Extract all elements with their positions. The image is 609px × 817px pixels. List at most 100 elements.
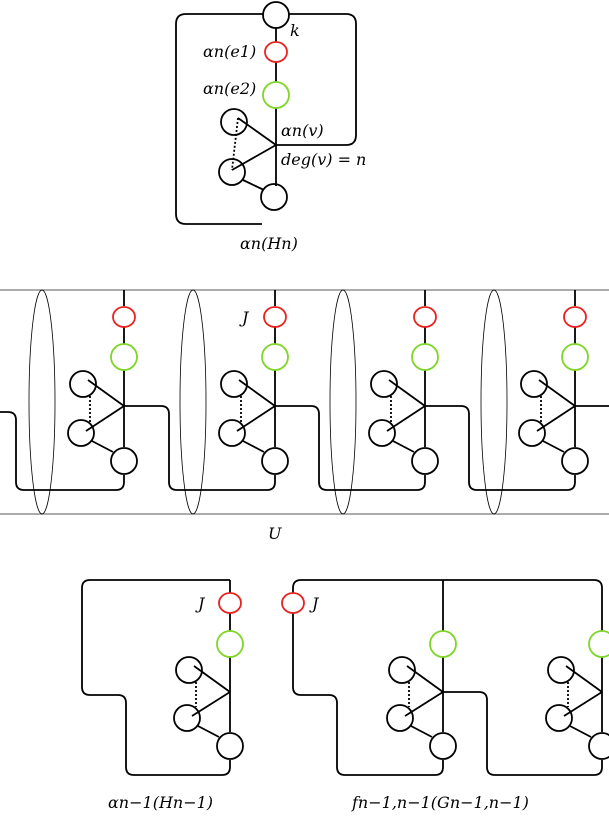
triangle-edge bbox=[191, 691, 231, 717]
vertex-circle bbox=[547, 656, 575, 684]
red-circle bbox=[112, 306, 136, 328]
vertex-circle bbox=[545, 704, 573, 732]
bottom-left-frame bbox=[81, 579, 231, 776]
green-circle bbox=[588, 630, 609, 658]
triangle-edge bbox=[197, 725, 220, 738]
green-circle bbox=[411, 343, 439, 371]
label-J-bottom-left: J bbox=[195, 594, 206, 613]
triangle-edge bbox=[404, 691, 444, 717]
vertex-circle bbox=[220, 108, 248, 136]
triangle-edge bbox=[563, 691, 603, 717]
U-unit bbox=[518, 290, 609, 475]
strand-path bbox=[425, 405, 576, 491]
triangle-edge bbox=[87, 379, 125, 407]
triangle-edge bbox=[236, 405, 276, 432]
green-circle bbox=[261, 343, 289, 371]
green-circle bbox=[262, 81, 290, 109]
vertex-circle bbox=[370, 370, 398, 398]
label-deg-v: deg(v) = n bbox=[281, 150, 366, 169]
label-f-G: fn−1,n−1(Gn−1,n−1) bbox=[351, 793, 529, 812]
vertex-circle bbox=[520, 370, 548, 398]
vertex-circle bbox=[386, 704, 414, 732]
triangle-edge bbox=[238, 379, 276, 407]
strand-path bbox=[275, 405, 426, 491]
middle-figure-U: J bbox=[0, 289, 609, 543]
triangle-edge-dotted bbox=[231, 117, 239, 171]
triangle-edge bbox=[193, 665, 231, 693]
label-U: U bbox=[268, 524, 282, 543]
green-circle bbox=[216, 630, 244, 658]
vertex-circle bbox=[110, 447, 138, 475]
triangle-edge bbox=[565, 665, 603, 693]
red-circle bbox=[263, 306, 287, 328]
vertex-circle bbox=[69, 370, 97, 398]
strand-path bbox=[124, 405, 276, 491]
strand-path bbox=[0, 411, 125, 491]
triangle-edge bbox=[410, 725, 433, 738]
vertex-circle bbox=[220, 370, 248, 398]
triangle-edge bbox=[392, 440, 415, 453]
triangle-edge bbox=[538, 379, 576, 407]
meridian-ellipse bbox=[28, 289, 56, 515]
triangle-edge bbox=[91, 440, 114, 453]
vertex-circle bbox=[216, 732, 244, 760]
vertex-circle bbox=[260, 183, 288, 211]
U-unit bbox=[0, 290, 276, 491]
vertex-circle bbox=[411, 447, 439, 475]
vertex-circle bbox=[561, 447, 589, 475]
triangle-edge bbox=[242, 179, 265, 191]
U-unit bbox=[368, 290, 576, 491]
U-unit: J bbox=[218, 290, 426, 491]
meridian-ellipse bbox=[480, 289, 508, 515]
red-circle bbox=[413, 306, 437, 328]
label-alpha-e2: αn(e2) bbox=[203, 79, 256, 98]
bottom-right-figure: J fn−1,n−1(Gn−1,n−1) bbox=[281, 579, 609, 812]
triangle-edge bbox=[406, 665, 444, 693]
label-alpha-Hn: αn(Hn) bbox=[240, 234, 298, 253]
strand-path bbox=[443, 691, 603, 776]
vertex-circle bbox=[518, 419, 546, 447]
red-circle bbox=[264, 41, 288, 63]
label-alpha-v: αn(v) bbox=[281, 121, 324, 140]
red-circle bbox=[563, 306, 587, 328]
triangle-edge bbox=[542, 440, 565, 453]
k-circle bbox=[262, 1, 290, 29]
triangle-edge bbox=[386, 405, 426, 432]
triangle-edge bbox=[231, 144, 277, 171]
meridian-ellipse bbox=[329, 289, 357, 515]
vertex-circle bbox=[368, 419, 396, 447]
triangle-edge bbox=[388, 379, 426, 407]
vertex-circle bbox=[588, 732, 609, 760]
vertex-circle bbox=[175, 656, 203, 684]
vertex-circle bbox=[261, 447, 289, 475]
label-k: k bbox=[290, 21, 300, 40]
top-frame-right bbox=[276, 13, 357, 146]
triangle-edge bbox=[85, 405, 125, 432]
vertex-circle bbox=[218, 158, 246, 186]
vertex-circle bbox=[67, 419, 95, 447]
vertex-circle bbox=[173, 704, 201, 732]
bottom-left-figure: J αn−1(Hn−1) bbox=[81, 579, 244, 812]
label-J-bottom-right: J bbox=[309, 594, 320, 613]
label-J-middle: J bbox=[239, 308, 250, 327]
triangle-edge bbox=[569, 725, 592, 738]
green-circle bbox=[561, 343, 589, 371]
red-circle bbox=[218, 592, 242, 614]
top-frame-left bbox=[175, 13, 264, 225]
label-alpha-Hn1: αn−1(Hn−1) bbox=[108, 793, 213, 812]
triangle-edge bbox=[242, 440, 265, 453]
label-alpha-e1: αn(e1) bbox=[203, 42, 256, 61]
green-circle bbox=[429, 630, 457, 658]
meridian-ellipse bbox=[179, 289, 207, 515]
strand-path bbox=[292, 686, 444, 776]
red-circle bbox=[281, 592, 305, 614]
top-figure: k αn(e1) αn(e2) αn(v) deg(v) = n αn(Hn) bbox=[175, 1, 366, 253]
triangle-edge bbox=[237, 117, 277, 146]
strand-path bbox=[292, 579, 603, 631]
triangle-edge bbox=[536, 405, 576, 432]
green-circle bbox=[110, 343, 138, 371]
vertex-circle bbox=[218, 419, 246, 447]
vertex-circle bbox=[388, 656, 416, 684]
vertex-circle bbox=[429, 732, 457, 760]
